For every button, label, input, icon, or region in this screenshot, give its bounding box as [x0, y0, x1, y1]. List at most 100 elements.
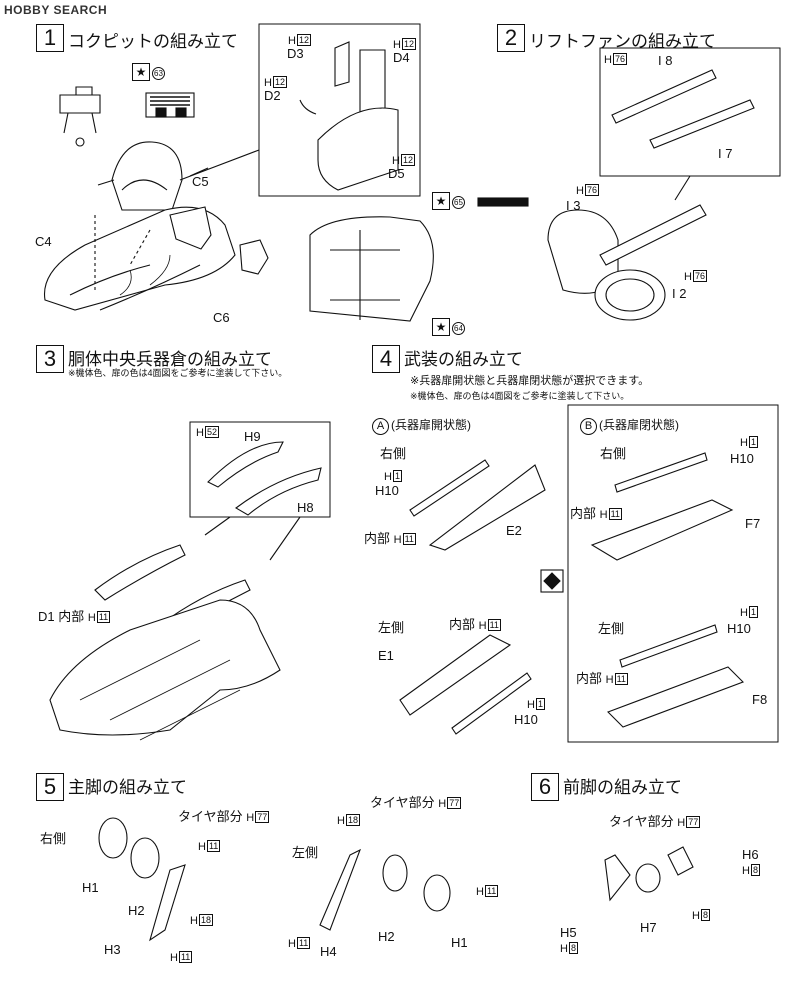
step-6-title: 前脚の組み立て: [563, 778, 682, 797]
main-gear-right: [98, 817, 186, 942]
hobby-search-logo: HOBBY SEARCH: [4, 3, 108, 17]
part-h10-a-left-label: H10: [514, 712, 538, 727]
part-h10-b-left-label: H10: [727, 621, 751, 636]
part-c5: [169, 206, 212, 250]
step-1-number: 1: [36, 24, 64, 52]
step-4-note-2: ※機体色、扉の色は4面図をご参考に塗装して下さい。: [410, 391, 630, 401]
part-h3-label: H3: [104, 942, 121, 957]
lift-fan-assembly: [547, 204, 707, 321]
step-4-note-1: ※兵器扉開状態と兵器扉閉状態が選択できます。: [410, 375, 650, 387]
step-3-note: ※機体色、扉の色は4面図をご参考に塗装して下さい。: [68, 368, 288, 378]
paint-ref-63: ★63: [132, 63, 165, 81]
cockpit-seat-part: [59, 86, 101, 147]
seat-detail-parts: [299, 41, 399, 191]
lower-fuselage-section: [309, 216, 434, 322]
part-c6-label: C6: [213, 310, 230, 325]
a-left-side-label: 左側: [378, 620, 405, 635]
part-i2-label: I 2: [672, 286, 687, 301]
part-h6-label: H6: [742, 847, 759, 862]
part-h4-label: H4: [320, 944, 337, 959]
part-e2-label: E2: [506, 523, 522, 538]
variant-a-heading: A(兵器扉開状態): [372, 416, 471, 435]
part-h1-left-label: H1: [451, 935, 468, 950]
paint-ref-64: ★64: [432, 318, 465, 336]
part-h10-b-right-label: H10: [730, 451, 754, 466]
lift-fan-shafts: [611, 69, 755, 149]
door-f8: [607, 666, 744, 728]
part-i7-label: I 7: [718, 146, 733, 161]
assembly-guide-lines: [94, 215, 151, 290]
part-h2-right-label: H2: [128, 903, 145, 918]
door-e2: [428, 464, 546, 551]
step-5-title: 主脚の組み立て: [68, 778, 187, 797]
part-h8-label: H8: [297, 500, 314, 515]
main-gear-left: [319, 848, 451, 931]
door-f7: [590, 499, 734, 561]
decal-strip-65: [477, 197, 529, 207]
part-d4-label: D4: [393, 50, 410, 65]
weapons-bay-d1: [49, 599, 281, 741]
part-h9-label: H9: [244, 429, 261, 444]
missile-h10-b-right: [614, 452, 708, 493]
b-right-side-label: 右側: [600, 446, 627, 461]
step-5-number: 5: [36, 773, 64, 801]
step-1-title: コクピットの組み立て: [68, 32, 238, 51]
cockpit-tub-part: [97, 141, 209, 211]
part-c5-label: C5: [192, 174, 209, 189]
step-3-title: 胴体中央兵器倉の組み立て: [68, 350, 272, 369]
step-4-number: 4: [372, 345, 400, 373]
inset3-pointer-lines: [204, 516, 301, 561]
nose-gear: [604, 846, 694, 902]
switch-marker: [540, 569, 564, 593]
gear-right-side-label: 右側: [40, 831, 67, 846]
step-3-number: 3: [36, 345, 64, 373]
a-right-side-label: 右側: [380, 446, 407, 461]
step-6-number: 6: [531, 773, 559, 801]
part-h10-a-right-label: H10: [375, 483, 399, 498]
b-left-side-label: 左側: [598, 621, 625, 636]
variant-b-heading: B(兵器扉閉状態): [580, 416, 679, 435]
part-d3-label: D3: [287, 46, 304, 61]
missile-h10-b-left: [619, 624, 718, 668]
part-h1-right-label: H1: [82, 880, 99, 895]
part-e1-label: E1: [378, 648, 394, 663]
part-d5-label: D5: [388, 166, 405, 181]
part-c4-label: C4: [35, 234, 52, 249]
door-e1: [399, 634, 512, 716]
step-4-title: 武装の組み立て: [404, 350, 523, 369]
part-f8-label: F8: [752, 692, 768, 707]
gear-left-side-label: 左側: [292, 845, 319, 860]
part-i3-label: I 3: [566, 198, 581, 213]
step-2-title: リフトファンの組み立て: [529, 32, 716, 51]
part-h5-label: H5: [560, 925, 577, 940]
part-f7-label: F7: [745, 516, 761, 531]
seat-belt-decal: [145, 92, 195, 118]
part-i8-label: I 8: [658, 53, 673, 68]
part-h2-left-label: H2: [378, 929, 395, 944]
bay-door-parts: [207, 441, 322, 516]
